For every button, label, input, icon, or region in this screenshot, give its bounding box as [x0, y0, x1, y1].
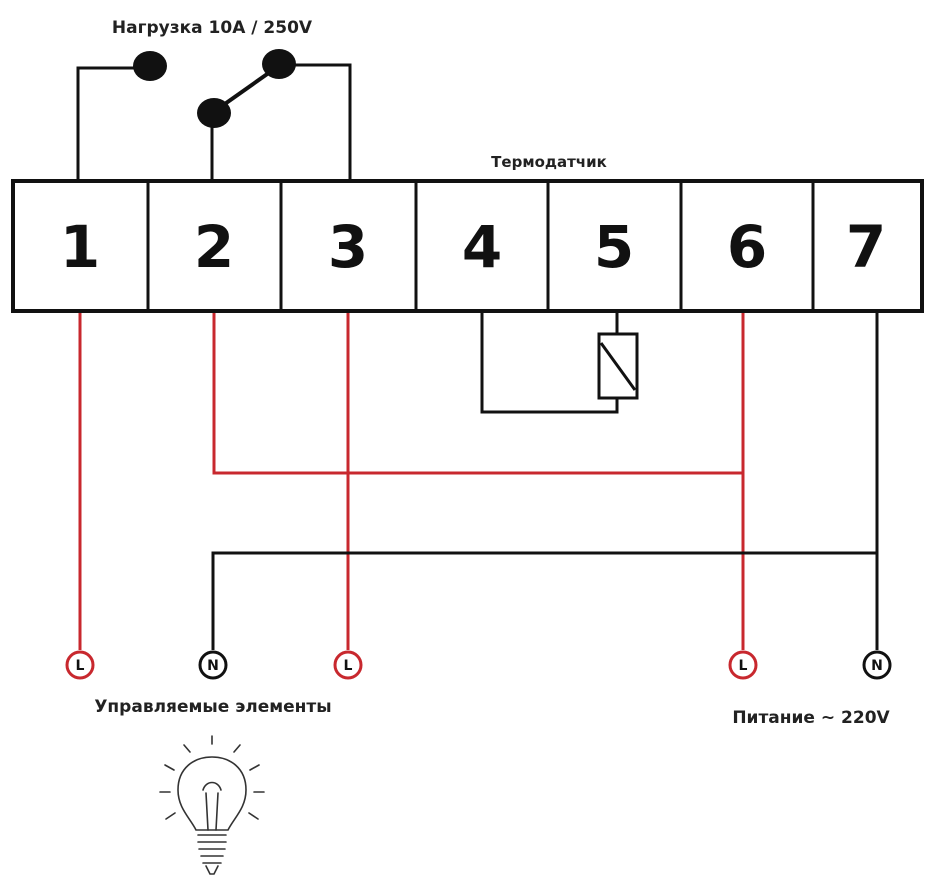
- black-wires: [211, 313, 879, 650]
- svg-text:L: L: [739, 658, 748, 674]
- marker-l-2: L: [333, 650, 363, 680]
- controlled-elements-label: Управляемые элементы: [94, 697, 331, 717]
- load-rating-label: Нагрузка 10А / 250V: [112, 18, 313, 38]
- red-wires: [78, 313, 745, 650]
- marker-n-2: N: [862, 650, 892, 680]
- sensor-label: Термодатчик: [491, 153, 607, 171]
- power-supply-label: Питание ~ 220V: [732, 708, 890, 728]
- terminal-5: 5: [594, 213, 634, 281]
- terminal-block: 1 2 3 4 5 6 7: [11, 179, 924, 313]
- svg-text:L: L: [76, 658, 85, 674]
- terminal-4: 4: [462, 213, 502, 281]
- svg-text:N: N: [207, 658, 219, 674]
- sensor-resistor-icon: [597, 332, 639, 400]
- terminal-3: 3: [328, 213, 368, 281]
- terminal-6: 6: [727, 213, 767, 281]
- light-bulb-icon: [159, 735, 265, 875]
- terminal-7: 7: [846, 213, 886, 281]
- marker-n-1: N: [198, 650, 228, 680]
- terminal-1: 1: [60, 213, 100, 281]
- svg-text:N: N: [871, 658, 883, 674]
- marker-l-3: L: [728, 650, 758, 680]
- svg-text:L: L: [344, 658, 353, 674]
- marker-l-1: L: [65, 650, 95, 680]
- terminal-2: 2: [194, 213, 234, 281]
- relay-switch-icon: [76, 49, 352, 180]
